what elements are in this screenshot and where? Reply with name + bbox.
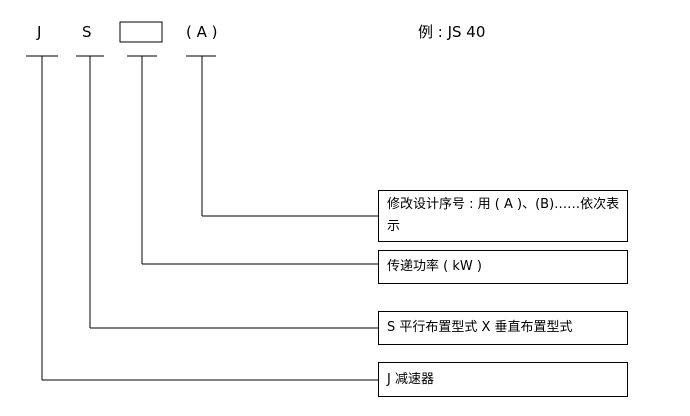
power-code-box — [119, 21, 163, 43]
legend-box-layout: S 平行布置型式 X 垂直布置型式 — [378, 311, 628, 345]
legend-box-reducer: J 减速器 — [378, 362, 628, 397]
legend-box-revision: 修改设计序号 : 用 ( A )、(B)……依次表示 — [378, 190, 628, 242]
code-s: S — [82, 23, 92, 41]
code-variant: ( A ) — [186, 23, 218, 41]
legend-box-power: 传递功率 ( kW ) — [378, 250, 628, 284]
legend-text-reducer: J 减速器 — [387, 371, 434, 387]
code-j: J — [37, 23, 42, 41]
legend-text-power: 传递功率 ( kW ) — [387, 259, 482, 274]
legend-text-revision: 修改设计序号 : 用 ( A )、(B)……依次表示 — [387, 197, 620, 234]
legend-text-layout: S 平行布置型式 X 垂直布置型式 — [387, 320, 573, 335]
example-label: 例 : JS 40 — [418, 23, 486, 41]
